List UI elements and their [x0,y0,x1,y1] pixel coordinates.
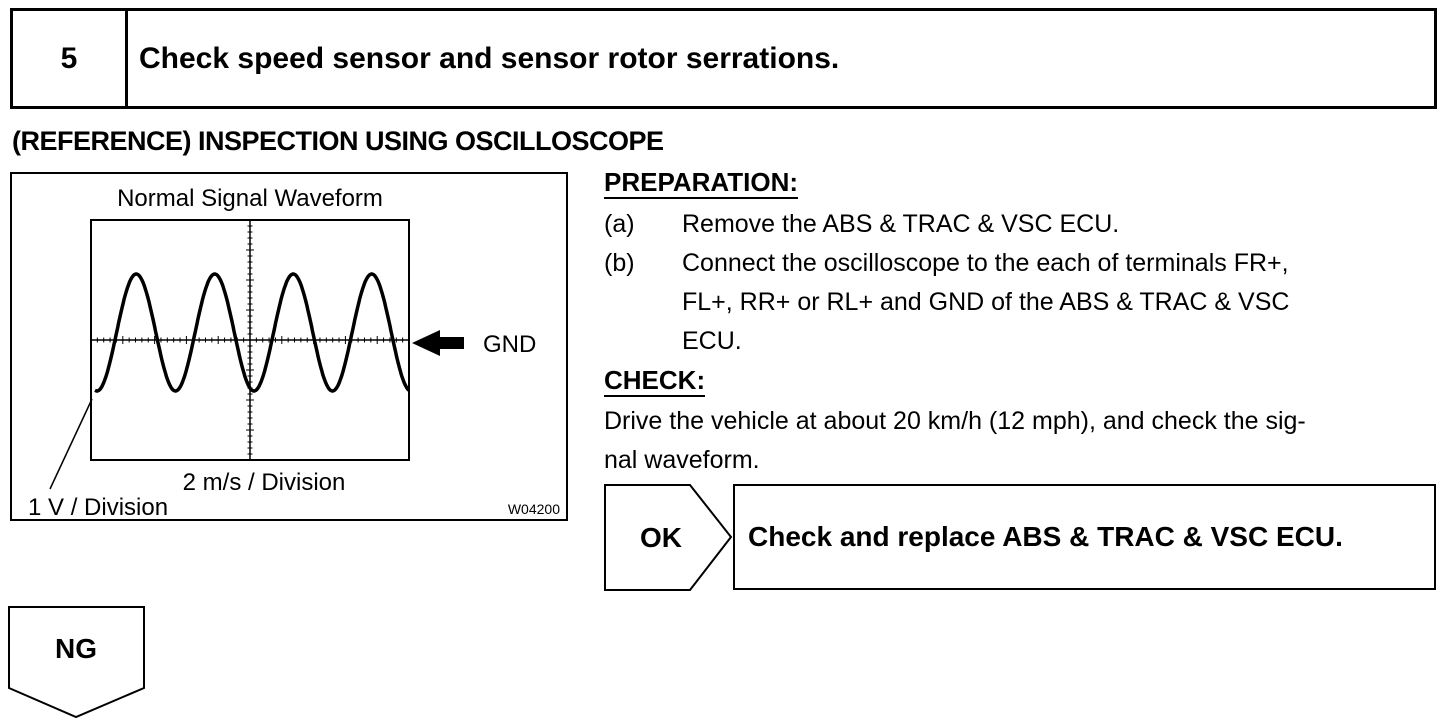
ng-label: NG [55,633,97,664]
reference-heading: (REFERENCE) INSPECTION USING OSCILLOSCOP… [12,126,664,156]
oscilloscope-figure: Normal Signal Waveform GND 2 m/s / Divis… [10,172,568,521]
ok-result-text: Check and replace ABS & TRAC & VSC ECU. [748,521,1343,552]
oscilloscope-grid [90,219,410,461]
preparation-title: PREPARATION: [604,167,799,199]
item-label: (b) [604,249,635,277]
signal-waveform [94,272,411,393]
figure-title: Normal Signal Waveform [117,185,383,212]
preparation-item: (a) Remove the ABS & TRAC & VSC ECU. [604,205,1444,244]
ok-label: OK [640,522,682,553]
ok-result-box: Check and replace ABS & TRAC & VSC ECU. [733,484,1436,590]
step-title: Check speed sensor and sensor rotor serr… [139,41,840,75]
step-number: 5 [13,11,128,106]
item-text-line: ECU. [682,327,742,355]
check-text-line: nal waveform. [604,446,760,474]
preparation-item: (b) Connect the oscilloscope to the each … [604,244,1444,361]
x-division-label: 2 m/s / Division [183,469,346,496]
check-heading: CHECK: [604,365,706,397]
item-text: Remove the ABS & TRAC & VSC ECU. [682,210,1120,238]
ok-indicator: OK [604,484,734,592]
item-text-line: FL+, RR+ or RL+ and GND of the ABS & TRA… [682,288,1290,316]
ng-arrow-icon: NG [8,606,145,719]
preparation-list: (a) Remove the ABS & TRAC & VSC ECU. (b) C… [604,205,1444,361]
leader-line [49,398,93,490]
y-division-label: 1 V / Division [28,494,168,519]
step-header: 5 Check speed sensor and sensor rotor se… [10,8,1437,109]
item-label: (a) [604,210,635,238]
check-text-line: Drive the vehicle at about 20 km/h (12 m… [604,407,1306,435]
ok-arrow-icon: OK [604,484,733,591]
gnd-arrow-icon [412,330,464,356]
ng-indicator: NG [8,606,148,720]
item-text-line: Connect the oscilloscope to the each of … [682,249,1289,277]
gnd-label: GND [483,331,536,358]
waveform-diagram: Normal Signal Waveform GND 2 m/s / Divis… [28,185,560,521]
check-text: Drive the vehicle at about 20 km/h (12 m… [604,402,1444,480]
preparation-heading: PREPARATION: [604,167,799,199]
check-title: CHECK: [604,365,706,397]
figure-code: W04200 [508,501,560,517]
